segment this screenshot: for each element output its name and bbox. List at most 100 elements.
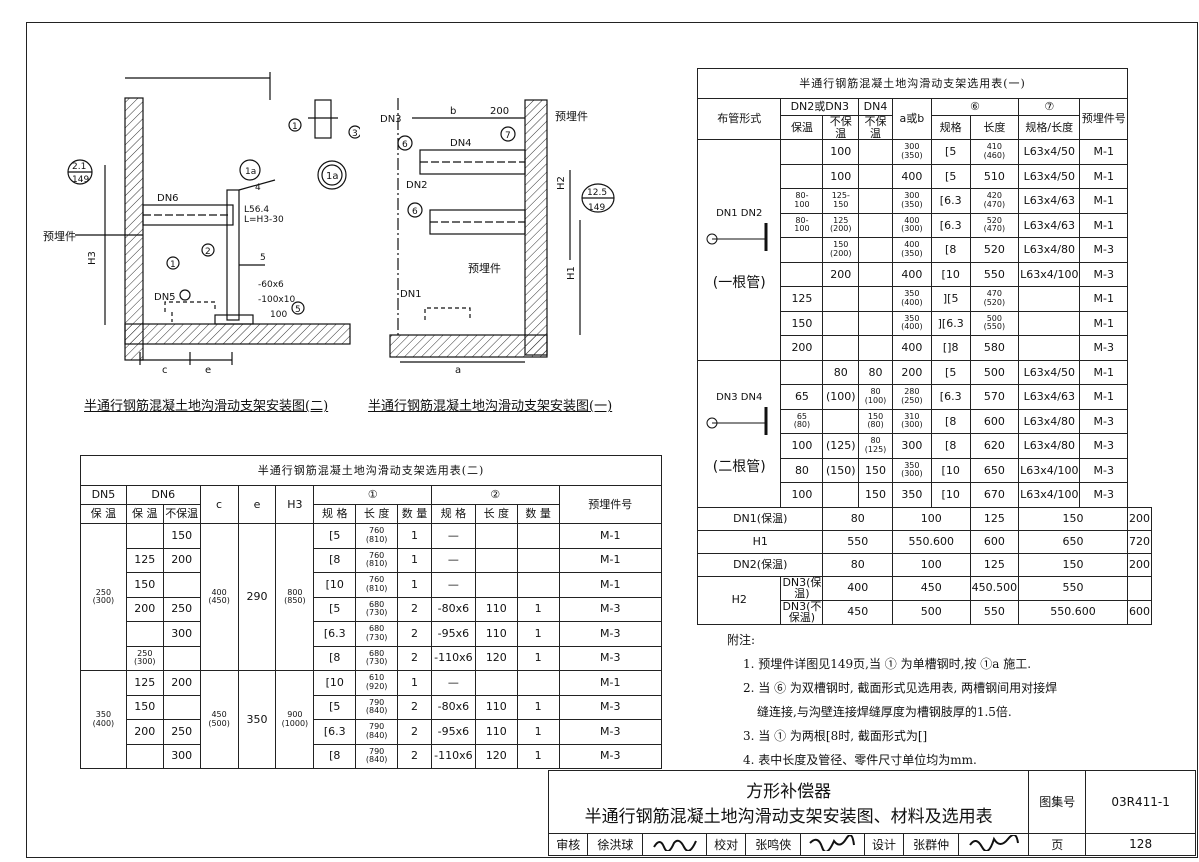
table-cell xyxy=(858,261,893,288)
table-cell: 125 xyxy=(125,547,164,573)
layout-diagram xyxy=(706,407,768,436)
table-cell: 790(840) xyxy=(355,694,399,720)
table-cell: 200 xyxy=(891,359,932,386)
table-cell: M-3 xyxy=(1079,261,1128,288)
table-cell: [5 xyxy=(313,596,357,622)
svg-text:L=H3-30: L=H3-30 xyxy=(244,215,284,225)
table-cell xyxy=(858,139,893,165)
svg-text:3: 3 xyxy=(352,129,358,139)
dn5-cell: 350(400) xyxy=(80,670,127,769)
table-cell: 150 xyxy=(858,457,893,484)
table-2-title: 半通行钢筋混凝土地沟滑动支架选用表(二) xyxy=(80,455,662,486)
svg-text:1a: 1a xyxy=(245,167,256,177)
table-cell xyxy=(858,310,893,337)
table-cell: -95x6 xyxy=(430,719,476,745)
table-cell: 80-100 xyxy=(780,212,824,239)
svg-text:100: 100 xyxy=(270,310,287,320)
table-cell: [8 xyxy=(313,547,357,573)
review-signature xyxy=(642,832,707,857)
layout-diagram xyxy=(706,223,768,252)
table-cell: M-3 xyxy=(1079,457,1128,484)
table-cell: M-1 xyxy=(558,547,663,573)
table-cell: [8 xyxy=(930,433,971,459)
table-cell: 650 xyxy=(969,457,1020,484)
table-cell: 400 xyxy=(891,335,932,361)
table-cell: L63x4/63 xyxy=(1018,212,1081,239)
h3-cell: 900(1000) xyxy=(275,670,315,769)
table-cell: 125 xyxy=(125,670,164,696)
table-cell: M-1 xyxy=(1079,310,1128,337)
table-cell: M-3 xyxy=(558,719,663,745)
table-cell: 550 xyxy=(969,261,1020,288)
table-cell: — xyxy=(430,572,476,598)
table-cell: 80(100) xyxy=(858,384,893,410)
svg-text:1: 1 xyxy=(292,122,298,132)
table-cell: M-3 xyxy=(558,596,663,622)
table-cell: 200 xyxy=(162,547,201,573)
table-cell: M-1 xyxy=(558,670,663,696)
table-cell: [8 xyxy=(313,743,357,769)
table-cell: 310(300) xyxy=(891,408,932,435)
table-cell: (100) xyxy=(822,384,860,410)
table-cell xyxy=(822,310,860,337)
table-cell: 100 xyxy=(822,163,860,190)
svg-text:1a: 1a xyxy=(326,171,339,182)
svg-text:a: a xyxy=(455,365,461,376)
table-cell xyxy=(858,335,893,361)
table-cell: 300 xyxy=(891,433,932,459)
table-cell: 150 xyxy=(1018,506,1128,531)
table-cell xyxy=(822,286,860,312)
c-cell: 450(500) xyxy=(199,670,239,769)
title-line-1: 方形补偿器 xyxy=(746,781,832,802)
table-cell xyxy=(516,670,560,696)
title-block: 方形补偿器 半通行钢筋混凝土地沟滑动支架安装图、材料及选用表 图集号 03R41… xyxy=(547,770,1196,857)
table-cell: 200 xyxy=(162,670,201,696)
row-label: DN2(保温) xyxy=(696,552,824,577)
label-dn6: DN6 xyxy=(157,193,179,204)
table-cell xyxy=(1018,286,1081,312)
table-cell: 1 xyxy=(397,670,432,696)
selection-table-1: 半通行钢筋混凝土地沟滑动支架选用表(一) 布管形式 DN2或DN3 DN4 a或… xyxy=(696,68,1152,625)
table-cell: 150(80) xyxy=(858,408,893,435)
layout-cell: DN3 DN4(二根管) xyxy=(696,359,782,508)
table-cell: 150 xyxy=(125,694,164,720)
svg-text:5: 5 xyxy=(295,305,301,315)
row-label: H1 xyxy=(696,529,824,554)
table-cell xyxy=(858,212,893,239)
table-cell xyxy=(474,547,518,573)
table-cell: M-1 xyxy=(558,523,663,549)
table-cell: — xyxy=(430,523,476,549)
table-cell: M-3 xyxy=(1079,482,1128,508)
table-cell: 760(810) xyxy=(355,523,399,549)
table-cell: 110 xyxy=(474,694,518,720)
table-cell: 410(460) xyxy=(969,139,1020,165)
table-cell: ][5 xyxy=(930,286,971,312)
table-cell: 200 xyxy=(780,335,824,361)
table-cell: M-1 xyxy=(1079,286,1128,312)
table-cell: 650 xyxy=(1018,529,1128,554)
page-number: 128 xyxy=(1085,832,1196,857)
selection-table-2: 半通行钢筋混凝土地沟滑动支架选用表(二) DN5 DN6 c e H3 ① ② … xyxy=(80,455,663,769)
svg-text:c: c xyxy=(162,365,168,376)
table-cell: 620 xyxy=(969,433,1020,459)
svg-text:4: 4 xyxy=(255,183,261,193)
notes-title: 附注: xyxy=(727,633,756,647)
table-cell xyxy=(858,188,893,214)
table-cell: 420(470) xyxy=(969,188,1020,214)
svg-text:L56.4: L56.4 xyxy=(244,205,269,215)
table-cell: 300(350) xyxy=(891,188,932,214)
row-label: DN1(保温) xyxy=(696,506,824,531)
table-cell: 80 xyxy=(822,552,893,577)
svg-text:6: 6 xyxy=(412,207,418,217)
note-item: 缝连接,与沟壁连接焊缝厚度为槽钢肢厚的1.5倍. xyxy=(757,705,1012,719)
note-item: 1. 预埋件详图见149页,当 ① 为单槽钢时,按 ①a 施工. xyxy=(743,657,1032,671)
check-signature xyxy=(800,832,865,857)
